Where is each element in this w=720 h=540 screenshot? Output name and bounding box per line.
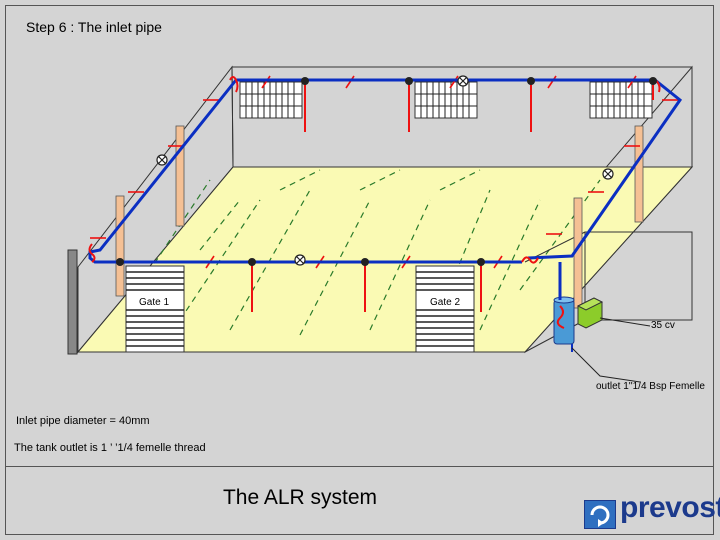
- window-3: [589, 81, 653, 119]
- gate-1: [125, 265, 185, 353]
- footer-title: The ALR system: [222, 486, 378, 509]
- outlet-label: outlet 1''1/4 Bsp Femelle: [596, 381, 705, 392]
- prevost-logo-text: prevost: [620, 491, 720, 524]
- flex-connectors: [88, 76, 661, 264]
- gate-2: [415, 265, 475, 353]
- floor: [76, 166, 694, 353]
- water-tank[interactable]: [553, 262, 575, 352]
- pipe-diameter-note: Inlet pipe diameter = 40mm: [16, 415, 150, 427]
- tank-outlet-note: The tank outlet is 1 ’ ’1/4 femelle thre…: [14, 442, 206, 454]
- content-frame: [5, 5, 714, 467]
- slide-title: Step 6 : The inlet pipe: [26, 19, 162, 35]
- outlet-leader-line: [571, 347, 641, 383]
- drop-pipes: [251, 82, 654, 312]
- left-column: [67, 249, 78, 355]
- pipe-joints: [116, 77, 657, 266]
- prevost-logo-icon: [584, 500, 616, 529]
- pump-leader-line: [599, 317, 651, 327]
- window-2: [414, 81, 478, 119]
- valve-icons[interactable]: [156, 75, 614, 266]
- pump[interactable]: [576, 297, 604, 329]
- prevost-logo: prevost: [582, 491, 720, 531]
- footer-frame: [5, 467, 714, 535]
- inlet-pipe[interactable]: [88, 78, 683, 264]
- front-box: [584, 231, 693, 321]
- window-1: [239, 81, 303, 119]
- gate-2-label: Gate 2: [430, 297, 461, 308]
- gate-1-label: Gate 1: [139, 297, 170, 308]
- pump-label: 35 cv: [651, 320, 675, 331]
